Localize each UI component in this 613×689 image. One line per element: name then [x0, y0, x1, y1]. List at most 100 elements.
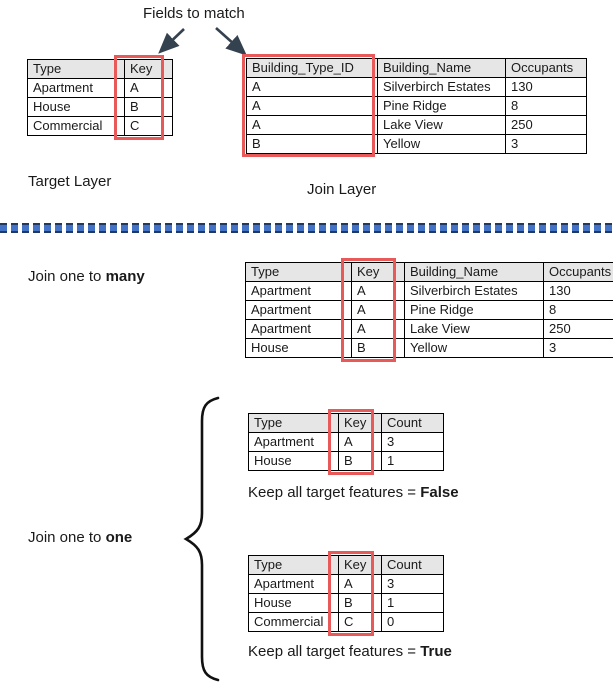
table-cell: A: [246, 96, 378, 116]
table-cell: Yellow: [377, 134, 506, 154]
target-layer-caption: Target Layer: [28, 173, 112, 190]
table-cell: 130: [505, 77, 587, 97]
table-cell: House: [248, 451, 339, 471]
label-bold-text: one: [105, 529, 133, 546]
table-cell: Apartment: [245, 319, 352, 339]
table-cell: 8: [543, 300, 613, 320]
table-cell: A: [338, 432, 382, 452]
table-cell: A: [351, 281, 405, 301]
join-one-to-many-label: Join one to many: [28, 267, 145, 286]
column-header: Occupants: [543, 262, 613, 282]
table-cell: 130: [543, 281, 613, 301]
curly-brace-icon: [183, 396, 220, 682]
table-cell: House: [248, 593, 339, 613]
table-cell: 0: [381, 612, 444, 632]
table-cell: 3: [381, 432, 444, 452]
table-cell: C: [338, 612, 382, 632]
caption-text: Keep all target features =: [248, 484, 421, 501]
table-cell: Commercial: [27, 116, 125, 136]
section-divider: [0, 223, 613, 233]
table-cell: Pine Ridge: [377, 96, 506, 116]
table-cell: A: [351, 300, 405, 320]
table-cell: 3: [381, 574, 444, 594]
table-cell: Apartment: [248, 574, 339, 594]
table-cell: 3: [505, 134, 587, 154]
table-cell: 8: [505, 96, 587, 116]
column-header: Building_Type_ID: [246, 58, 378, 78]
table-cell: 1: [381, 593, 444, 613]
table-cell: B: [124, 97, 173, 117]
keep-true-caption: Keep all target features = True: [248, 642, 452, 661]
table-cell: Apartment: [245, 300, 352, 320]
table-cell: A: [124, 78, 173, 98]
table-cell: B: [338, 593, 382, 613]
match-arrows: [158, 27, 247, 56]
table-cell: A: [338, 574, 382, 594]
table-cell: Apartment: [245, 281, 352, 301]
column-header: Type: [248, 413, 339, 433]
table-cell: A: [246, 115, 378, 135]
table-cell: A: [246, 77, 378, 97]
caption-bold-text: False: [420, 484, 459, 501]
column-header: Key: [338, 555, 382, 575]
column-header: Type: [248, 555, 339, 575]
column-header: Type: [245, 262, 352, 282]
table-cell: Commercial: [248, 612, 339, 632]
column-header: Key: [351, 262, 405, 282]
table-cell: 1: [381, 451, 444, 471]
column-header: Building_Name: [377, 58, 506, 78]
column-header: Type: [27, 59, 125, 79]
table-cell: Silverbirch Estates: [377, 77, 506, 97]
arrow-to-join-key-icon: [215, 27, 247, 56]
label-text: Join one to: [28, 529, 106, 546]
table-cell: 250: [505, 115, 587, 135]
join-layer-caption: Join Layer: [307, 181, 377, 198]
table-cell: B: [246, 134, 378, 154]
arrow-to-target-key-icon: [158, 28, 185, 54]
table-cell: Lake View: [404, 319, 544, 339]
caption-bold-text: True: [420, 643, 452, 660]
column-header: Occupants: [505, 58, 587, 78]
table-cell: B: [351, 338, 405, 358]
column-header: Count: [381, 413, 444, 433]
table-cell: 3: [543, 338, 613, 358]
column-header: Key: [338, 413, 382, 433]
table-cell: Yellow: [404, 338, 544, 358]
join-one-to-one-label: Join one to one: [28, 528, 132, 547]
fields-to-match-label: Fields to match: [143, 5, 245, 22]
table-cell: A: [351, 319, 405, 339]
column-header: Building_Name: [404, 262, 544, 282]
keep-false-caption: Keep all target features = False: [248, 483, 459, 502]
table-cell: C: [124, 116, 173, 136]
column-header: Count: [381, 555, 444, 575]
table-cell: B: [338, 451, 382, 471]
caption-text: Keep all target features =: [248, 643, 421, 660]
table-cell: House: [245, 338, 352, 358]
table-cell: Silverbirch Estates: [404, 281, 544, 301]
table-cell: House: [27, 97, 125, 117]
